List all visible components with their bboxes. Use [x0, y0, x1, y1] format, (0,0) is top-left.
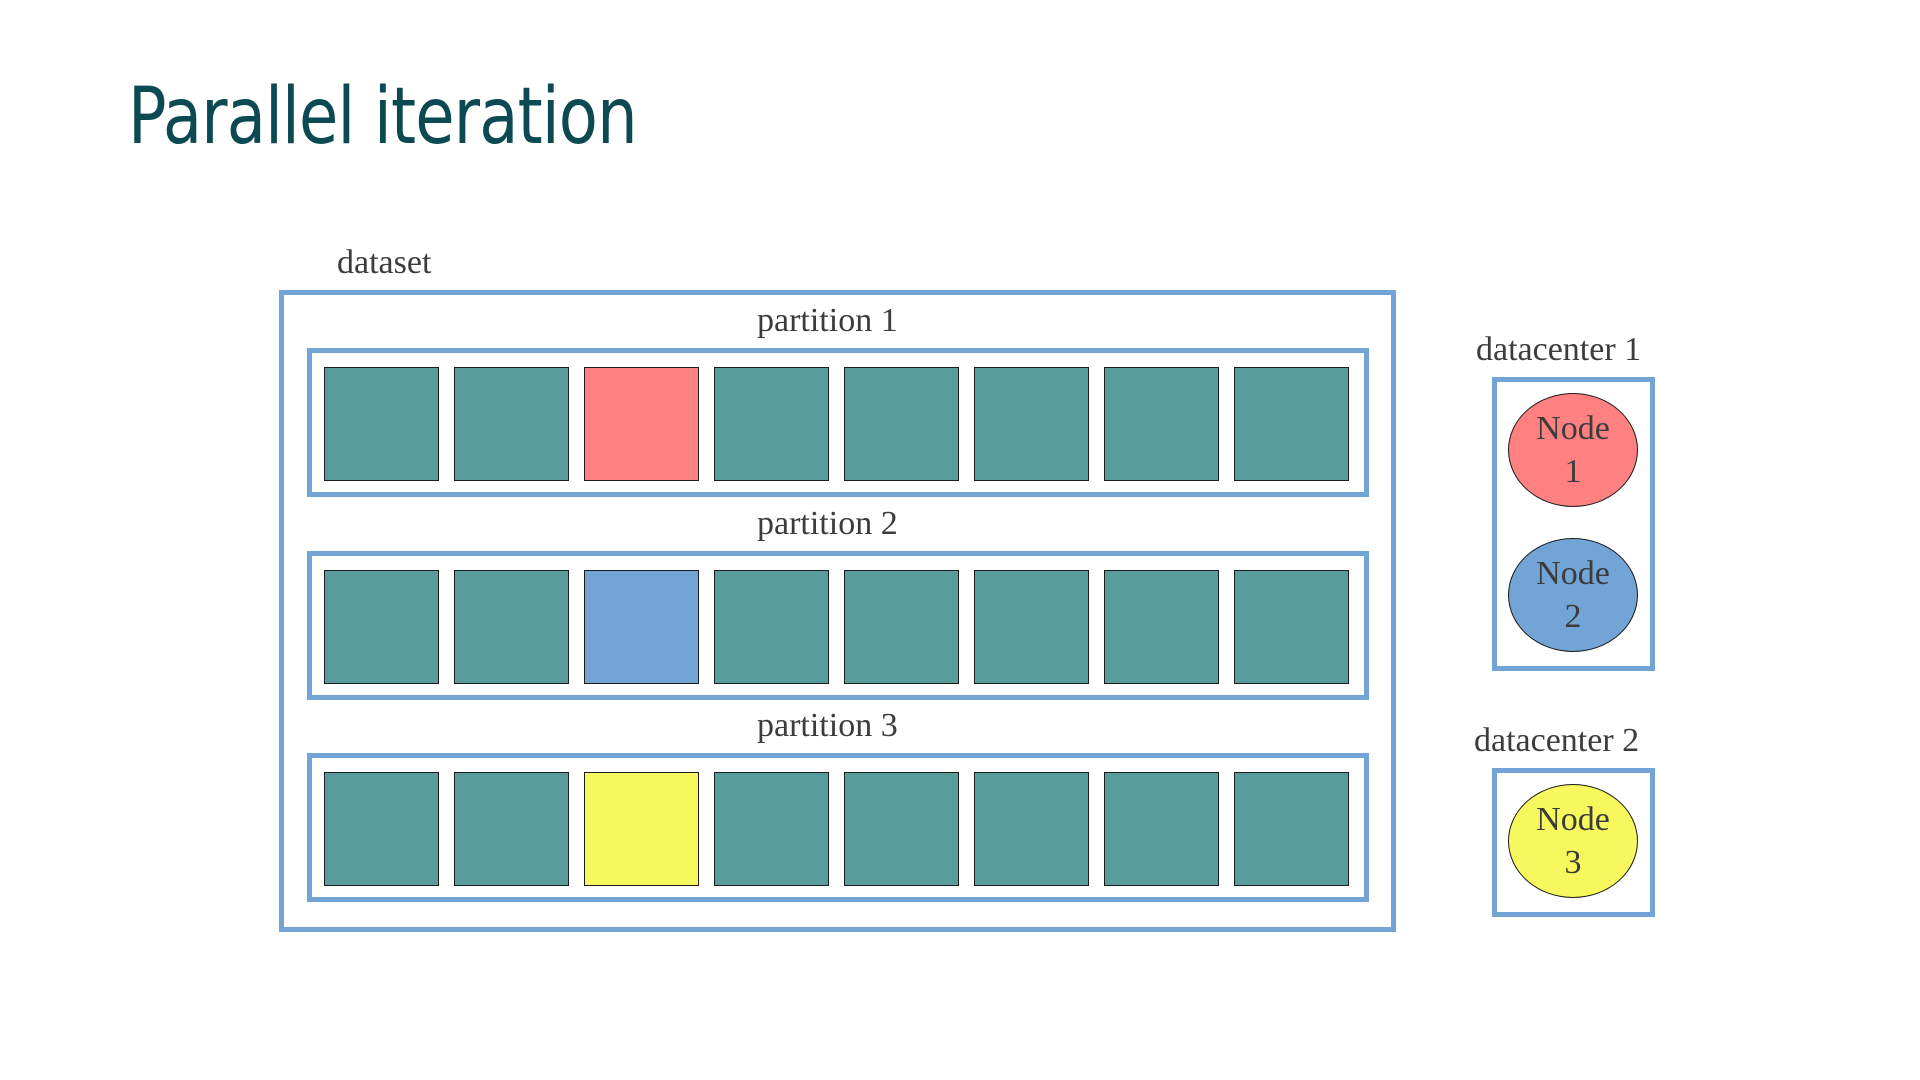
- datacenter-1-label: datacenter 1: [1476, 331, 1642, 368]
- partition-1-label: partition 1: [757, 302, 898, 339]
- slide-title: Parallel iteration: [128, 72, 638, 162]
- data-block: [1104, 570, 1219, 684]
- partition-2-label: partition 2: [757, 505, 898, 542]
- data-block: [714, 570, 829, 684]
- data-block: [844, 772, 959, 886]
- data-block-highlighted: [584, 570, 699, 684]
- node-3-label-line2: 3: [1564, 844, 1582, 881]
- data-block: [974, 367, 1089, 481]
- data-block-highlighted: [584, 367, 699, 481]
- dataset-label: dataset: [337, 244, 432, 281]
- partition-3-label: partition 3: [757, 707, 898, 744]
- data-block: [454, 367, 569, 481]
- data-block: [844, 570, 959, 684]
- data-block: [454, 772, 569, 886]
- node-2-label-line2: 2: [1564, 598, 1582, 635]
- data-block: [324, 367, 439, 481]
- data-block: [454, 570, 569, 684]
- data-block: [1234, 772, 1349, 886]
- data-block: [714, 367, 829, 481]
- data-block: [1234, 367, 1349, 481]
- partition-3-row: [307, 753, 1369, 902]
- partition-2-row: [307, 551, 1369, 700]
- data-block: [324, 570, 439, 684]
- node-1: Node 1: [1508, 393, 1638, 507]
- data-block: [324, 772, 439, 886]
- data-block: [974, 570, 1089, 684]
- node-3-label-line1: Node: [1536, 801, 1610, 838]
- node-1-label-line2: 1: [1564, 453, 1582, 490]
- data-block-highlighted: [584, 772, 699, 886]
- data-block: [1234, 570, 1349, 684]
- node-3: Node 3: [1508, 784, 1638, 898]
- data-block: [714, 772, 829, 886]
- node-2-label-line1: Node: [1536, 555, 1610, 592]
- partition-1-row: [307, 348, 1369, 497]
- data-block: [974, 772, 1089, 886]
- data-block: [1104, 772, 1219, 886]
- node-1-label-line1: Node: [1536, 410, 1610, 447]
- data-block: [844, 367, 959, 481]
- data-block: [1104, 367, 1219, 481]
- node-2: Node 2: [1508, 538, 1638, 652]
- datacenter-2-label: datacenter 2: [1474, 722, 1640, 759]
